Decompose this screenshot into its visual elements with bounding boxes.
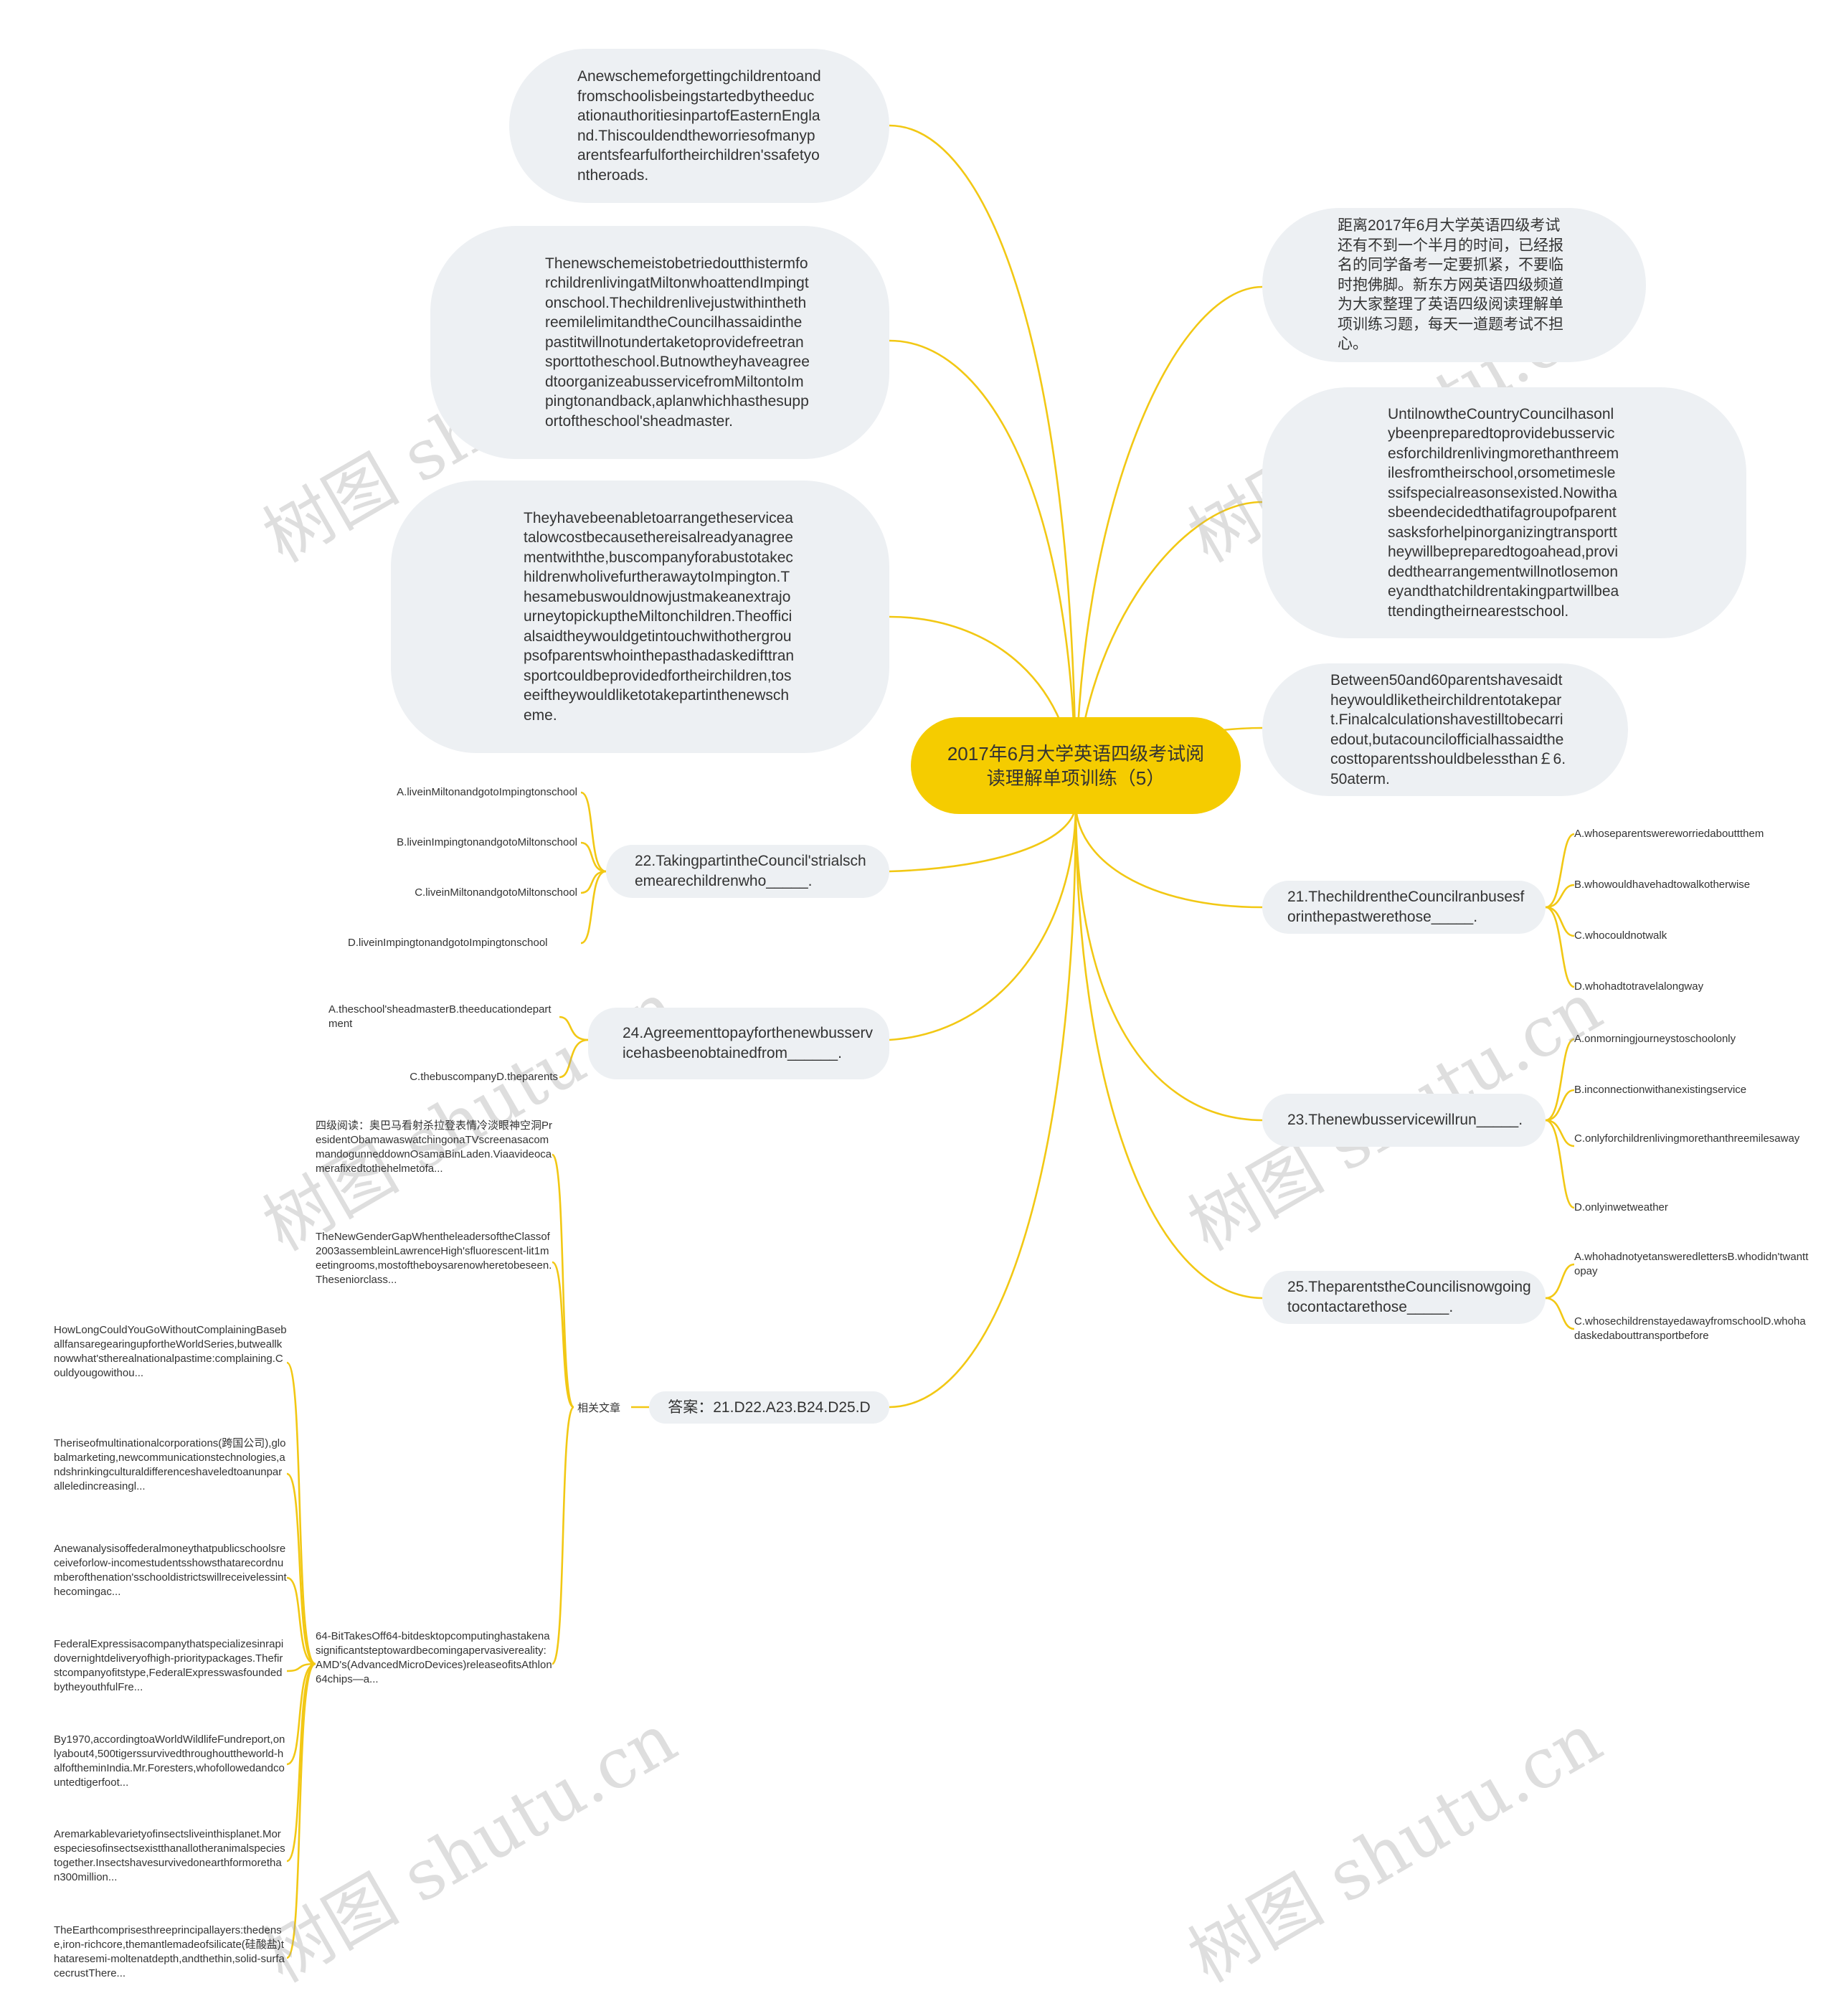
passage-node-1[interactable]: Anewschemeforgettingchildrentoandfromsch…	[509, 49, 889, 203]
option-d[interactable]: D.liveinImpingtonandgotoImpingtonschool	[348, 937, 548, 949]
option-b[interactable]: B.liveinImpingtonandgotoMiltonschool	[397, 836, 577, 848]
central-topic[interactable]: 2017年6月大学英语四级考试阅读理解单项训练（5）	[911, 717, 1241, 814]
option-cd[interactable]: C.whosechildrenstayedawayfromschoolD.who…	[1574, 1315, 1806, 1342]
passage-text: UntilnowtheCountryCouncilhasonlybeenprep…	[1388, 405, 1619, 620]
option-a[interactable]: A.whoseparentswereworriedabouttthem	[1574, 828, 1764, 840]
question-text: 22.TakingpartintheCouncil'strialschemear…	[635, 853, 866, 889]
option-c[interactable]: C.whocouldnotwalk	[1574, 929, 1667, 942]
question-21[interactable]: 21.ThechildrentheCouncilranbusesforinthe…	[1262, 881, 1546, 934]
question-25[interactable]: 25.TheparentstheCouncilisnowgoingtoconta…	[1262, 1271, 1546, 1324]
passage-text: Between50and60parentshavesaidtheywouldli…	[1330, 672, 1566, 787]
option-b[interactable]: B.whowouldhavehadtowalkotherwise	[1574, 879, 1751, 891]
question-22[interactable]: 22.TakingpartintheCouncil'strialschemear…	[606, 845, 889, 898]
question-23[interactable]: 23.Thenewbusservicewillrun_____.	[1262, 1094, 1546, 1147]
option-a[interactable]: A.onmorningjourneystoschoolonly	[1574, 1033, 1736, 1045]
related-sub-5[interactable]: By1970,accordingtoaWorldWildlifeFundrepo…	[54, 1733, 285, 1789]
related-sub-7[interactable]: TheEarthcomprisesthreeprincipallayers:th…	[54, 1924, 285, 1979]
question-text: 21.ThechildrentheCouncilranbusesforinthe…	[1287, 889, 1525, 925]
related-sub-6[interactable]: Aremarkablevarietyofinsectsliveinthispla…	[54, 1828, 285, 1883]
passage-text: Theyhavebeenabletoarrangetheserviceatalo…	[524, 509, 795, 724]
answer-node[interactable]: 答案：21.D22.A23.B24.D25.D	[649, 1391, 889, 1424]
intro-text: 距离2017年6月大学英语四级考试还有不到一个半月的时间，已经报名的同学备考一定…	[1338, 217, 1563, 353]
option-cd[interactable]: C.thebuscompanyD.theparents	[410, 1071, 558, 1083]
related-article-2[interactable]: TheNewGenderGapWhentheleadersoftheClasso…	[316, 1231, 552, 1286]
passage-node-5[interactable]: Between50and60parentshavesaidtheywouldli…	[1262, 663, 1628, 796]
intro-node[interactable]: 距离2017年6月大学英语四级考试还有不到一个半月的时间，已经报名的同学备考一定…	[1262, 208, 1646, 362]
related-article-3[interactable]: 64-BitTakesOff64-bitdesktopcomputinghast…	[316, 1630, 552, 1685]
option-c[interactable]: C.liveinMiltonandgotoMiltonschool	[415, 886, 577, 899]
passage-text: Anewschemeforgettingchildrentoandfromsch…	[577, 68, 821, 184]
option-b[interactable]: B.inconnectionwithanexistingservice	[1574, 1084, 1747, 1096]
option-a[interactable]: A.liveinMiltonandgotoImpingtonschool	[397, 786, 577, 798]
related-article-1[interactable]: 四级阅读：奥巴马看射杀拉登表情冷淡眼神空洞PresidentObamawaswa…	[316, 1120, 553, 1175]
question-text: 24.Agreementtopayforthenewbusservicehasb…	[623, 1025, 874, 1061]
passage-text: Thenewschemeistobetriedoutthistermforchi…	[545, 255, 810, 430]
question-24[interactable]: 24.Agreementtopayforthenewbusservicehasb…	[588, 1008, 889, 1079]
related-sub-2[interactable]: Theriseofmultinationalcorporations(跨国公司)…	[54, 1437, 286, 1492]
question-text: 25.TheparentstheCouncilisnowgoingtoconta…	[1287, 1279, 1531, 1315]
related-sub-4[interactable]: FederalExpressisacompanythatspecializesi…	[54, 1638, 284, 1693]
related-sub-3[interactable]: Anewanalysisoffederalmoneythatpublicscho…	[54, 1543, 287, 1598]
option-ab[interactable]: A.whohadnotyetansweredlettersB.whodidn't…	[1574, 1251, 1809, 1277]
question-text: 23.Thenewbusservicewillrun_____.	[1287, 1112, 1523, 1128]
option-ab[interactable]: A.theschool'sheadmasterB.theeducationdep…	[328, 1003, 552, 1030]
related-sub-1[interactable]: HowLongCouldYouGoWithoutComplainingBaseb…	[54, 1324, 287, 1379]
passage-node-4[interactable]: UntilnowtheCountryCouncilhasonlybeenprep…	[1262, 387, 1746, 638]
related-label: 相关文章	[577, 1402, 621, 1414]
passage-node-3[interactable]: Theyhavebeenabletoarrangetheserviceatalo…	[391, 481, 889, 753]
option-d[interactable]: D.onlyinwetweather	[1574, 1201, 1668, 1213]
option-c[interactable]: C.onlyforchildrenlivingmorethanthreemile…	[1574, 1132, 1800, 1145]
option-d[interactable]: D.whohadtotravelalongway	[1574, 980, 1704, 993]
answer-text: 答案：21.D22.A23.B24.D25.D	[668, 1399, 871, 1416]
passage-node-2[interactable]: Thenewschemeistobetriedoutthistermforchi…	[430, 226, 889, 459]
central-topic-label: 2017年6月大学英语四级考试阅读理解单项训练（5）	[947, 742, 1205, 789]
